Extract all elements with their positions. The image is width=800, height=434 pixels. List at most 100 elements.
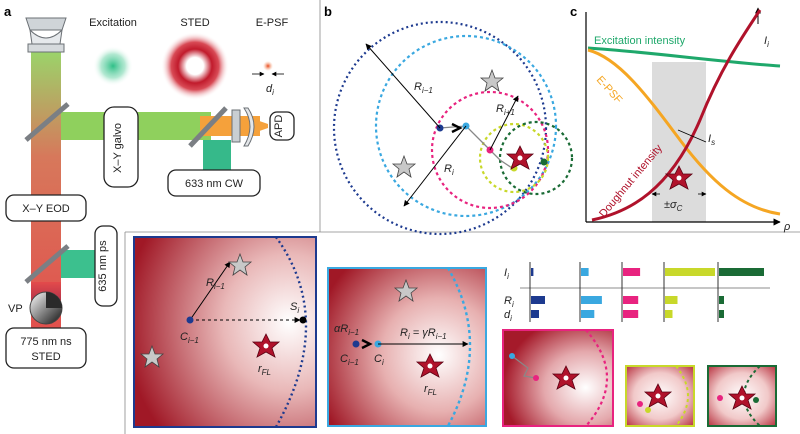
eod-label: X–Y EOD <box>22 203 70 215</box>
ps-beam <box>61 250 95 278</box>
sigma-label: ±σC <box>664 199 683 213</box>
target-fluorophore-icon <box>505 145 535 170</box>
zoom2-r-label: rFL <box>424 383 437 397</box>
label-R-i: Ri <box>444 163 454 177</box>
target-fluorophore-icon <box>664 165 694 190</box>
legend-row-label: di <box>504 309 512 323</box>
legend-bar-R <box>531 296 545 304</box>
doughnut-curve <box>591 9 762 222</box>
sted-laser-box: 775 nm ns STED <box>5 327 87 369</box>
circle-yellow <box>478 122 550 194</box>
arrow-R-i <box>403 125 467 207</box>
panel-letter-a: a <box>4 4 12 19</box>
zoom-panel-4 <box>625 365 695 427</box>
panel-b-circles <box>332 20 574 236</box>
sted-psf <box>161 32 229 100</box>
galvo-box: X–Y galvo <box>103 106 139 188</box>
epsf-curve <box>587 48 781 216</box>
excitation-curve <box>587 46 781 68</box>
zoom-panel-3 <box>502 329 614 427</box>
label-R-next: Ri+1 <box>496 103 515 117</box>
zoom2-eq-label: Ri = γRi−1 <box>400 327 447 341</box>
legend-bar-I <box>665 268 715 276</box>
dichroic-mirror-1 <box>24 102 70 142</box>
ps-box: 635 nm ps <box>94 225 118 307</box>
cw-box: 633 nm CW <box>167 169 261 197</box>
fluorophore-icon <box>393 278 419 302</box>
legend-bar-I <box>531 268 534 276</box>
eod-box: X–Y EOD <box>5 194 87 222</box>
zoom-panel-5 <box>707 365 777 427</box>
cw-label: 633 nm CW <box>185 178 244 190</box>
sigma-band <box>652 62 706 222</box>
tube-lens-icon <box>231 107 255 147</box>
arrow-R-next <box>489 95 519 151</box>
legend-bar-I <box>623 268 641 276</box>
d-label: di <box>266 83 274 97</box>
circle-R-prev <box>332 20 548 236</box>
zoom2-C-prev-label: Ci−1 <box>340 353 359 367</box>
Is-leader <box>677 129 707 143</box>
excitation-intensity-label: Excitation intensity <box>594 35 686 47</box>
center-prev-zoom2 <box>352 340 360 348</box>
step-chevron-icon <box>361 338 373 350</box>
sted-laser-label-2: STED <box>31 351 60 363</box>
zoom1-C-label: Ci−1 <box>180 331 199 345</box>
fluorophore-icon <box>479 68 505 92</box>
sted-title: STED <box>180 17 209 29</box>
R-prev-arrow-zoom <box>189 261 231 321</box>
zoom2-alpha-label: αRi−1 <box>334 323 359 337</box>
I-axis-label: Ii <box>764 35 769 49</box>
cw-beam <box>203 140 231 170</box>
panel-c-plot <box>585 7 781 226</box>
legend-bar-I <box>581 268 589 276</box>
legend-bar-R <box>665 296 678 304</box>
galvo-label: X–Y galvo <box>112 123 124 173</box>
apd-box: APD <box>269 111 295 141</box>
zoom1-S-label: Si <box>290 301 299 315</box>
epsf-title: E-PSF <box>256 17 289 29</box>
legend-bar-R <box>623 296 639 304</box>
ps-label: 635 nm ps <box>97 240 109 292</box>
arrow-R-prev <box>365 43 441 129</box>
legend-bar-d <box>719 310 724 318</box>
objective-lens-icon <box>25 17 67 53</box>
legend-bar-R <box>581 296 602 304</box>
zoom1-R-label: Ri−1 <box>206 277 225 291</box>
zoom-panel-1 <box>133 236 317 428</box>
panel-letter-b: b <box>324 4 332 19</box>
S-point <box>299 316 307 324</box>
excitation-psf <box>93 46 133 86</box>
circle-R-i <box>374 34 558 218</box>
epsf-spot <box>263 61 273 71</box>
legend-bar-d <box>665 310 673 318</box>
vp-label: VP <box>8 303 23 315</box>
legend-row-label: Ii <box>504 267 509 281</box>
zoom1-r-label: rFL <box>258 363 271 377</box>
zoom2-C-cur-label: Ci <box>374 353 384 367</box>
legend-bar-I <box>719 268 764 276</box>
apd-label: APD <box>273 115 285 138</box>
fluorophore-icon <box>391 154 417 178</box>
fluorophore-icon <box>139 344 165 368</box>
legend-row-label: Ri <box>504 295 514 309</box>
center-prev-zoom <box>186 316 194 324</box>
Is-label: Is <box>708 133 715 147</box>
epsf-curve-label: E-PSF <box>594 74 625 106</box>
legend-bar-d <box>623 310 639 318</box>
legend-bar-d <box>531 310 539 318</box>
dichroic-mirror-3 <box>24 244 70 284</box>
vortex-plate-icon <box>29 291 63 325</box>
circle-green <box>498 120 574 196</box>
panel-letter-c: c <box>570 4 577 19</box>
step-chevron-icon <box>451 122 463 134</box>
dichroic-mirror-2 <box>188 106 228 148</box>
label-R-prev: Ri−1 <box>414 81 433 95</box>
rho-label: ρ <box>783 221 790 233</box>
center-green <box>540 158 548 166</box>
legend-bar-d <box>581 310 595 318</box>
legend-bar-R <box>719 296 724 304</box>
excitation-title: Excitation <box>89 17 137 29</box>
